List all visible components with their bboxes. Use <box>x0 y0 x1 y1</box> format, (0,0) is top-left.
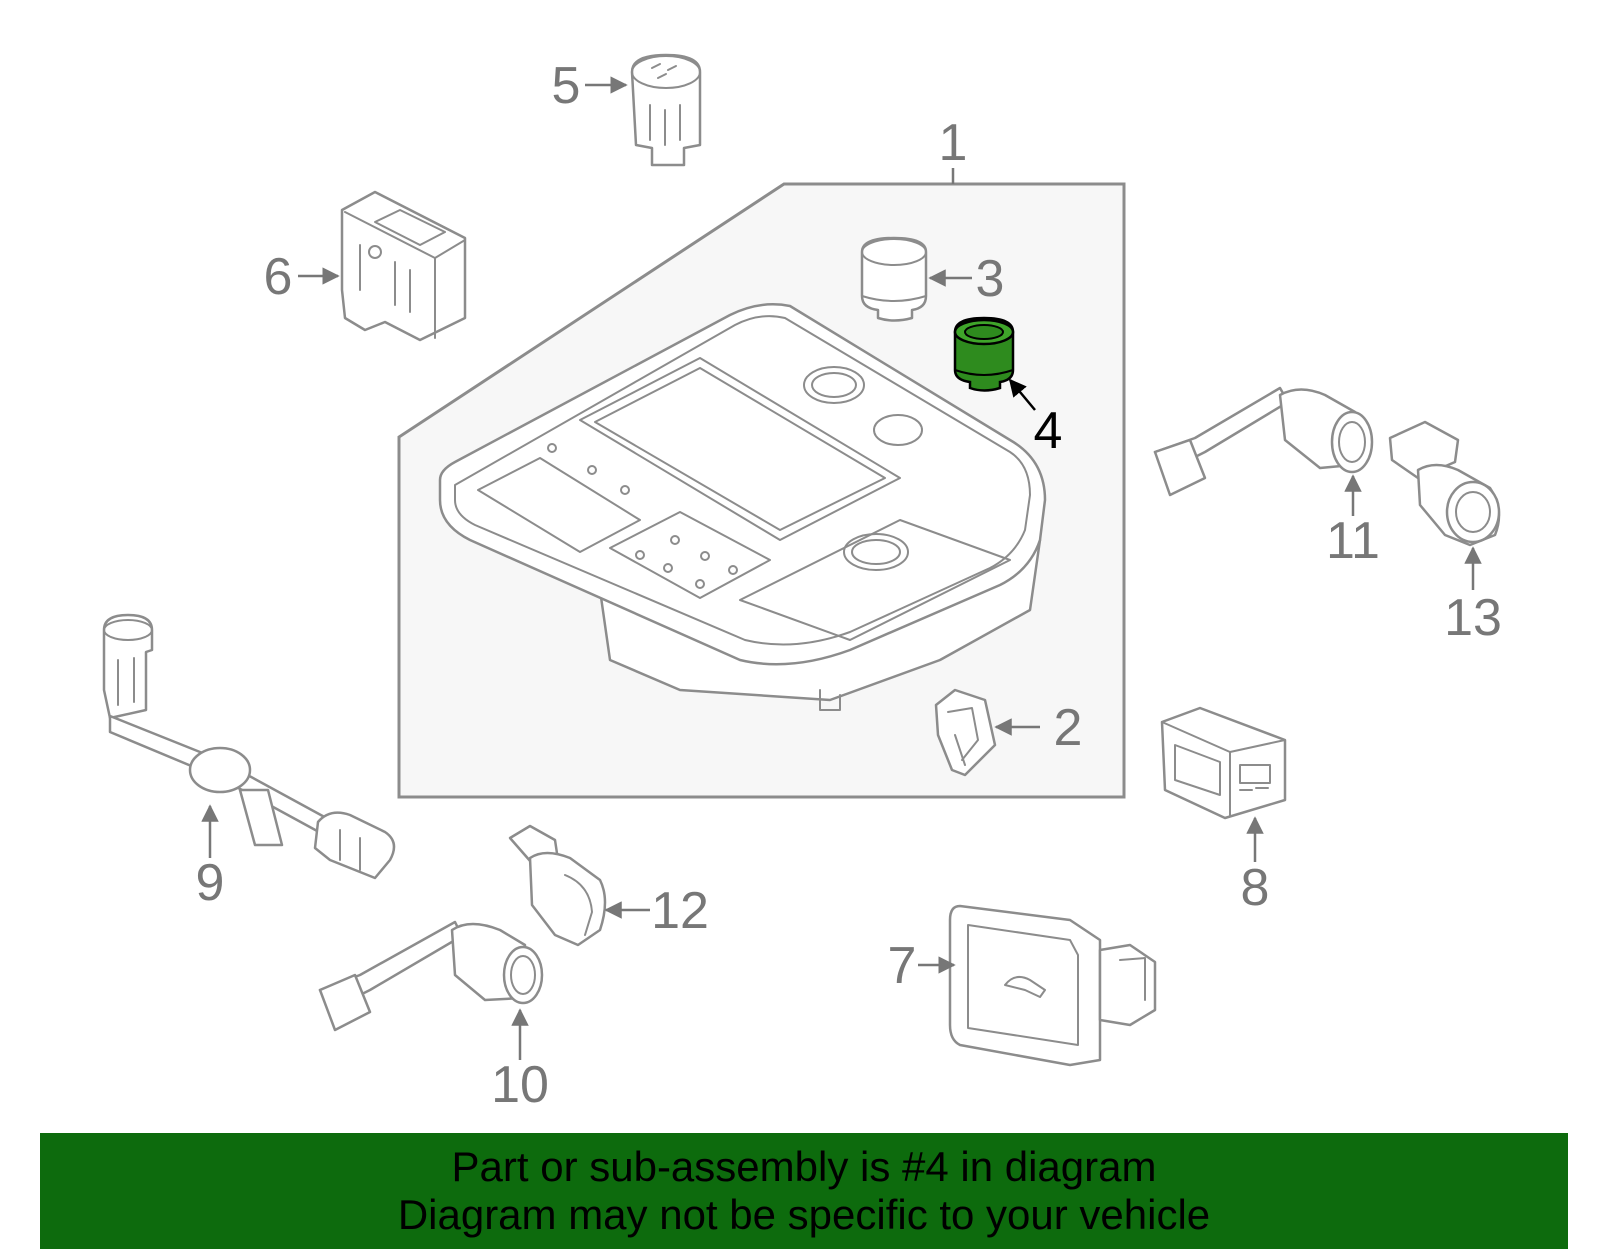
switch-part-6[interactable] <box>340 190 467 342</box>
callout-1: 1 <box>939 114 968 172</box>
info-banner: Part or sub-assembly is #4 in diagram Di… <box>40 1133 1568 1249</box>
sensor-part-11[interactable] <box>1153 386 1374 497</box>
switch-part-7[interactable] <box>948 904 1157 1067</box>
callout-3: 3 <box>976 250 1005 308</box>
callout-6: 6 <box>264 248 293 306</box>
callout-4: 4 <box>1034 402 1063 460</box>
banner-line-part: Part or sub-assembly is #4 in diagram <box>451 1143 1157 1190</box>
callout-9: 9 <box>196 854 225 912</box>
clip-part[interactable] <box>934 688 997 777</box>
banner-line-disclaimer: Diagram may not be specific to your vehi… <box>397 1191 1211 1238</box>
callout-8: 8 <box>1241 859 1270 917</box>
callout-2: 2 <box>1054 699 1083 757</box>
console-panel[interactable] <box>438 303 1047 711</box>
leader-4 <box>1008 378 1036 411</box>
callout-7: 7 <box>888 937 917 995</box>
sensor-part-12[interactable] <box>508 824 607 947</box>
sensor-harness-part-9[interactable] <box>102 613 396 880</box>
switch-part-8[interactable] <box>1160 706 1287 820</box>
callout-10: 10 <box>491 1056 549 1114</box>
sensor-part-10[interactable] <box>318 920 544 1032</box>
callout-11: 11 <box>1326 512 1380 570</box>
callout-12: 12 <box>651 882 709 940</box>
switch-part-5[interactable] <box>630 53 702 167</box>
sensor-part-13[interactable] <box>1388 420 1501 547</box>
plug-part-4-highlighted[interactable] <box>953 316 1015 392</box>
plug-part-3[interactable] <box>860 236 928 322</box>
callout-13: 13 <box>1444 589 1502 647</box>
callout-5: 5 <box>552 57 581 115</box>
